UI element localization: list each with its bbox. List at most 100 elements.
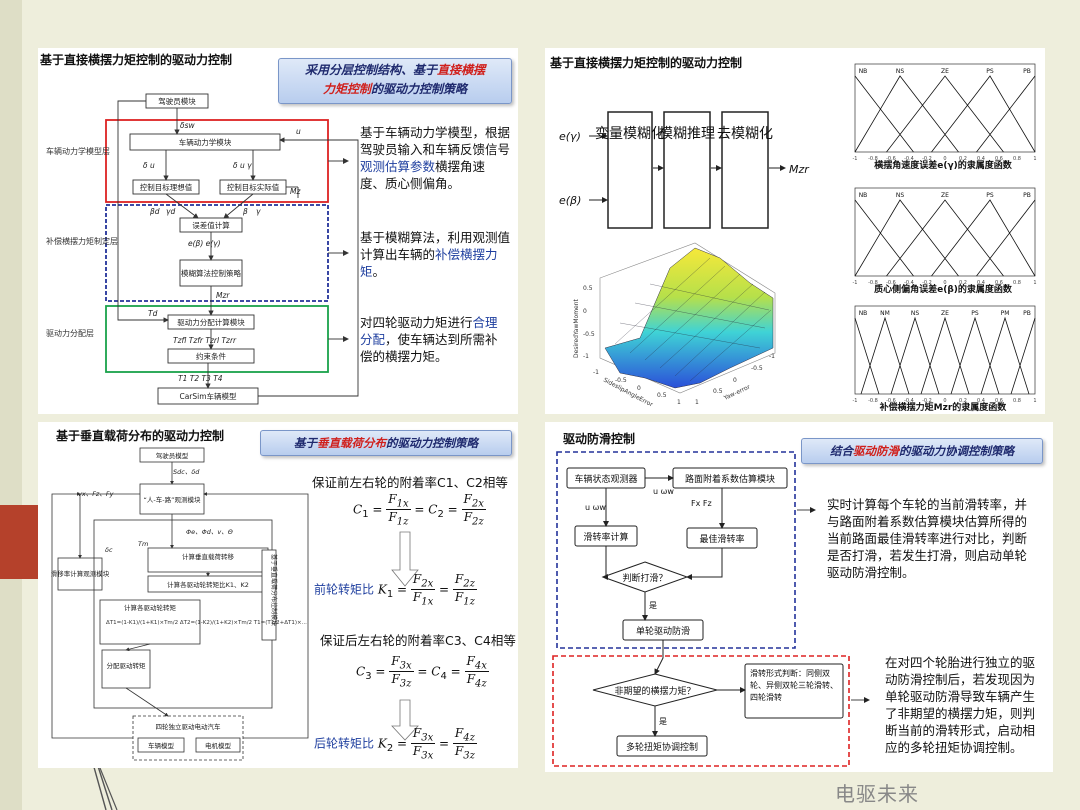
svg-text:0.5: 0.5 <box>583 285 593 292</box>
block-motor-model: 电机模型 <box>205 741 232 750</box>
layered-block-diagram: 车辆动力学模型层 补偿横摆力矩制定层 驱动力分配层 驾驶员模块 车辆动力学模块 … <box>46 93 359 405</box>
stage-inference: 模糊推理 <box>659 126 715 142</box>
block-fuzzy: 模糊算法控制策略 <box>181 268 241 278</box>
mf-tick: -0.6 <box>886 280 896 286</box>
signal-label: Mzr <box>216 291 230 300</box>
signal-label: Td <box>148 309 158 318</box>
svg-text:0: 0 <box>637 385 641 392</box>
signal-label: 是 <box>659 717 667 726</box>
background-stripe <box>0 0 22 810</box>
mf-label: NS <box>911 310 919 317</box>
mf-tick: -0.2 <box>922 398 932 404</box>
signal-label: u <box>296 127 301 136</box>
output-label: Mzr <box>789 163 810 176</box>
block-error: 误差值计算 <box>192 220 230 230</box>
block-constraints: 约束条件 <box>196 351 226 361</box>
signal-label: β <box>243 207 248 216</box>
signal-label: Mz <box>290 187 301 196</box>
mf-tick: -1 <box>853 398 858 404</box>
mf-label: NM <box>880 310 890 317</box>
front-condition-text: 保证前左右轮的附着率C1、C2相等 <box>312 475 508 490</box>
mf-tick: 0.6 <box>995 280 1003 286</box>
signal-label: Φe、Φd、v、Θ <box>186 528 233 536</box>
mf-label: NB <box>859 192 868 199</box>
panel-anti-slip: 驱动防滑控制 结合驱动防滑的驱动力协调控制策略 车辆状态观测器 路面附着系数估算… <box>545 422 1053 772</box>
panel-title: 基于直接横摆力矩控制的驱动力控制 <box>40 53 233 67</box>
svg-text:0.5: 0.5 <box>713 388 723 395</box>
signal-label: γ <box>256 207 261 216</box>
panel-title: 驱动防滑控制 <box>563 432 636 446</box>
mf-tick: 0.6 <box>995 156 1003 162</box>
svg-text:-1: -1 <box>593 369 599 376</box>
mf-label: PB <box>1023 192 1031 199</box>
block-vehicle-model: 车辆模型 <box>148 741 175 750</box>
mf-tick: -0.4 <box>904 280 914 286</box>
block-single-antislip: 单轮驱动防滑 <box>636 625 690 637</box>
mf-tick: -1 <box>853 156 858 162</box>
panel-title: 基于直接横摆力矩控制的驱动力控制 <box>550 56 743 70</box>
block-multi-coordination: 多轮扭矩协调控制 <box>626 741 698 753</box>
mf-tick: -0.4 <box>904 398 914 404</box>
panel-fuzzy-controller: 基于直接横摆力矩控制的驱动力控制 e(γ) e(β) <box>545 48 1045 414</box>
mf-plot-frame <box>854 187 1036 277</box>
decision-slip: 判断打滑？ <box>622 572 667 584</box>
fuzzy-diagram: e(γ) e(β) 变量模糊化 模糊推理 去模糊化 Mzr <box>559 63 1037 413</box>
mf-label: PB <box>1023 310 1031 317</box>
block-ideal: 控制目标理想值 <box>140 182 193 192</box>
description-allocation: 对四轮驱动力矩进行合理分配，使车辆达到所需补偿的横摆力矩。 <box>360 315 498 364</box>
svg-text:-0.5: -0.5 <box>583 331 595 338</box>
mf-tick: 0 <box>943 280 946 286</box>
block-adhesion-estimator: 路面附着系数估算模块 <box>685 473 775 485</box>
mf-plot-frame <box>854 305 1036 395</box>
description-multi-wheel: 在对四个轮胎进行独立的驱动防滑控制后，若发现因为单轮驱动防滑导致车辆产生了非期望… <box>885 655 1036 755</box>
signal-label: δ u γ <box>233 161 252 170</box>
mf-tick: 0.6 <box>995 398 1003 404</box>
panel-title: 基于垂直载荷分布的驱动力控制 <box>56 429 225 443</box>
block-wheel-torque: 计算各驱动轮转矩 <box>124 603 177 612</box>
signal-label: Sdc、δd <box>173 468 200 476</box>
vertical-load-diagram: 驾驶员模型 “人-车-路”观测模块 滑移率计算观测模块 计算垂直载荷转移 计算各… <box>51 447 419 761</box>
layer-label: 驱动力分配层 <box>46 328 94 338</box>
mf-label: NS <box>896 192 904 199</box>
mf-tick: 0.4 <box>977 156 985 162</box>
block-carsim: CarSim车辆模型 <box>179 391 237 401</box>
block-distribute: 分配驱动转矩 <box>107 661 147 670</box>
description-single-wheel: 实时计算每个车轮的当前滑转率，并与路面附着系数估算模块估算所得的当前路面最佳滑转… <box>827 497 1028 580</box>
block-ev: 四轮独立驱动电动汽车 <box>156 722 222 731</box>
surface-xlabel: SideslipAngleError <box>602 377 654 409</box>
mf-tick: -0.4 <box>904 156 914 162</box>
mf-label: PS <box>971 310 979 317</box>
block-observer: “人-车-路”观测模块 <box>144 495 201 504</box>
block-vertical-control: 基于垂直载荷分布控制模块 <box>270 554 278 626</box>
signal-label: δc <box>105 546 113 554</box>
input-label: e(γ) <box>559 130 581 143</box>
signal-label: δsw <box>180 121 195 130</box>
mf-label: ZE <box>941 68 949 75</box>
accent-block <box>0 505 42 579</box>
input-label: e(β) <box>559 194 581 207</box>
signal-label: γd <box>166 207 175 216</box>
block-load-transfer: 计算垂直载荷转移 <box>182 552 235 561</box>
decision-yaw: 非期望的横摆力矩？ <box>614 685 695 697</box>
surface-ylabel: Yaw-error <box>722 383 752 402</box>
panel-vertical-load: 基于垂直载荷分布的驱动力控制 基于垂直载荷分布的驱动力控制策略 驾驶员模型 “人… <box>38 422 518 768</box>
mf-tick: 0.4 <box>977 398 985 404</box>
block-allocation: 驱动力分配计算模块 <box>177 317 245 327</box>
svg-text:-1: -1 <box>583 353 589 360</box>
block-slip-rate: 滑转率计算 <box>583 531 628 543</box>
multi-wheel-frame <box>552 655 850 767</box>
signal-label: Fx Fz <box>691 499 712 508</box>
mf-tick: -1 <box>853 280 858 286</box>
svg-text:0: 0 <box>733 377 737 384</box>
panel-dyc-layered: 基于直接横摆力矩控制的驱动力控制 采用分层控制结构、基于直接横摆 力矩控制的驱动… <box>38 48 518 414</box>
block-dynamics: 车辆动力学模块 <box>179 137 232 147</box>
anti-slip-flowchart: 车辆状态观测器 路面附着系数估算模块 滑转率计算 最佳滑转率 判断打滑？ 单轮驱… <box>552 451 870 767</box>
mf-label: ZE <box>941 192 949 199</box>
surface-zlabel: DesiredYawMoment <box>573 298 580 358</box>
block-driver: 驾驶员模块 <box>158 96 196 106</box>
mf-label: ZE <box>941 310 949 317</box>
fuzzy-surface-plot: 0.5 0 -0.5 -1 -1 -0.5 0 0.5 1 1 0.5 0 -0… <box>573 242 776 409</box>
